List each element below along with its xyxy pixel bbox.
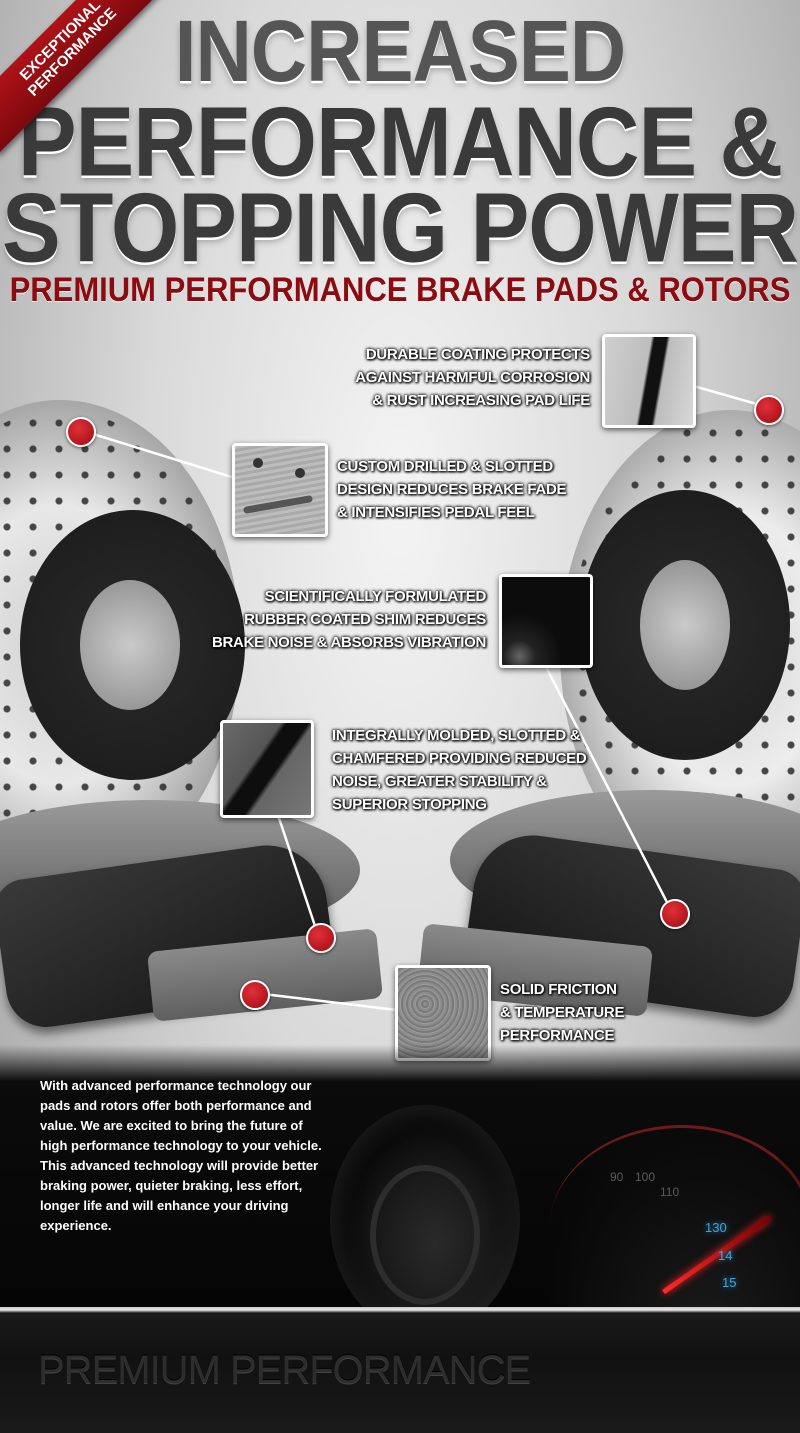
- rotor-center-bore: [80, 580, 180, 710]
- callout-connectors: [0, 0, 800, 1100]
- callout-line: AGAINST HARMFUL CORROSION: [355, 369, 590, 386]
- marker-dot-coating: [754, 395, 784, 425]
- dark-background-section: 90 100 110 130 14 15: [0, 1045, 800, 1335]
- callout-line: DURABLE COATING PROTECTS: [365, 346, 590, 363]
- callout-line: & RUST INCREASING PAD LIFE: [372, 392, 590, 409]
- rotor-center-bore: [640, 560, 730, 690]
- speedo-tick-140: 14: [718, 1248, 733, 1263]
- callout-line: & INTENSIFIES PEDAL FEEL: [337, 504, 535, 521]
- callout-line: CHAMFERED PROVIDING REDUCED: [332, 750, 587, 767]
- thumb-molded: [220, 720, 314, 818]
- wheel-rim: [370, 1165, 480, 1305]
- speedo-tick-150: 15: [722, 1275, 737, 1290]
- speedo-tick-130: 130: [705, 1220, 727, 1235]
- footer-band: [0, 1307, 800, 1433]
- right-brake-rotor: [560, 410, 800, 890]
- marker-dot-shim: [660, 899, 690, 929]
- connector-friction: [254, 991, 398, 1012]
- callout-line: INTEGRALLY MOLDED, SLOTTED &: [332, 727, 581, 744]
- callout-line: RUBBER COATED SHIM REDUCES: [244, 611, 486, 628]
- callout-drilled: CUSTOM DRILLED & SLOTTED DESIGN REDUCES …: [337, 455, 567, 524]
- drill-hole: [295, 468, 305, 478]
- headline-line-2: PERFORMANCE &: [17, 86, 783, 197]
- callout-line: & TEMPERATURE: [500, 1004, 625, 1021]
- thumb-coating: [602, 334, 696, 428]
- callout-line: CUSTOM DRILLED & SLOTTED: [337, 458, 553, 475]
- marker-dot-drilled: [66, 417, 96, 447]
- callout-coating: DURABLE COATING PROTECTS AGAINST HARMFUL…: [355, 343, 590, 412]
- thumb-shim: [499, 574, 593, 668]
- marker-dot-friction: [240, 980, 270, 1010]
- callout-line: SOLID FRICTION: [500, 981, 617, 998]
- callout-friction: SOLID FRICTION & TEMPERATURE PERFORMANCE: [500, 978, 624, 1047]
- footer-title: PREMIUM PERFORMANCE: [38, 1348, 531, 1392]
- callout-line: PERFORMANCE: [500, 1027, 615, 1044]
- drill-hole: [253, 458, 263, 468]
- marker-dot-molded: [306, 923, 336, 953]
- callout-line: BRAKE NOISE & ABSORBS VIBRATION: [211, 634, 486, 651]
- callout-line: DESIGN REDUCES BRAKE FADE: [337, 481, 567, 498]
- speedo-tick-110: 110: [660, 1185, 680, 1199]
- callout-line: SCIENTIFICALLY FORMULATED: [264, 588, 487, 605]
- connector-shim: [543, 664, 674, 913]
- thumb-drilled: [232, 443, 328, 537]
- headline-line-3: STOPPING POWER: [1, 172, 799, 283]
- headline-line-1: INCREASED: [174, 1, 626, 101]
- subheadline: PREMIUM PERFORMANCE BRAKE PADS & ROTORS: [9, 270, 791, 309]
- callout-molded: INTEGRALLY MOLDED, SLOTTED & CHAMFERED P…: [332, 724, 587, 816]
- callout-shim: SCIENTIFICALLY FORMULATED RUBBER COATED …: [212, 585, 486, 654]
- speedo-tick-100: 100: [635, 1170, 656, 1184]
- callout-line: SUPERIOR STOPPING: [332, 796, 487, 813]
- connector-molded: [276, 814, 320, 936]
- connector-drilled: [79, 428, 236, 480]
- callout-line: NOISE, GREATER STABILITY &: [332, 773, 547, 790]
- description-text: With advanced performance technology our…: [40, 1078, 322, 1233]
- speedometer-graphic: [550, 1125, 800, 1328]
- slot: [242, 494, 314, 515]
- speedo-tick-90: 90: [610, 1170, 624, 1184]
